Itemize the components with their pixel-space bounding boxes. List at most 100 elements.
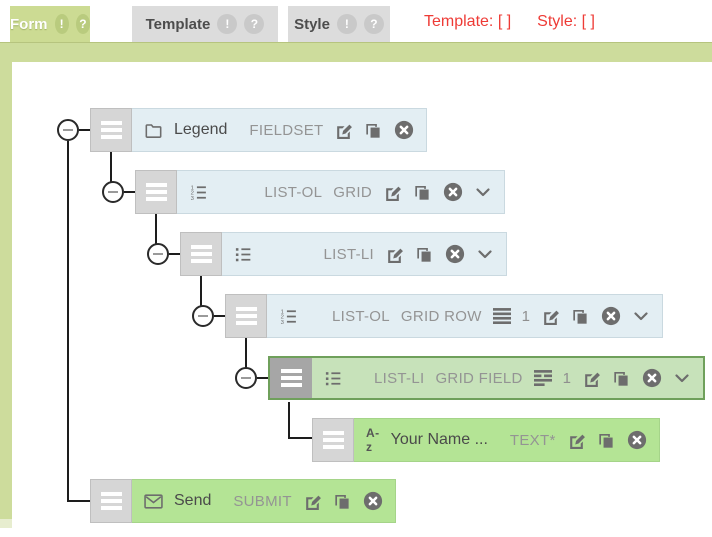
element-type: LIST-OL xyxy=(264,183,323,201)
collapse-toggle[interactable] xyxy=(57,119,79,141)
copy-icon[interactable] xyxy=(333,492,352,511)
edit-icon[interactable] xyxy=(303,492,322,511)
unordered-list-icon xyxy=(234,245,253,264)
svg-text:2: 2 xyxy=(191,190,194,196)
edit-icon[interactable] xyxy=(582,369,601,388)
drag-handle[interactable] xyxy=(225,294,267,338)
svg-text:3: 3 xyxy=(191,195,195,201)
tab-template[interactable]: Template ! ? xyxy=(132,6,278,42)
tab-form[interactable]: Form ! ? xyxy=(10,6,90,42)
tree-row-list-li-grid-field: LIST-LI GRID FIELD 1 xyxy=(268,356,705,400)
tree-row-list-li: LIST-LI xyxy=(180,232,507,276)
envelope-icon xyxy=(144,493,163,509)
element-type: FIELDSET xyxy=(249,121,324,139)
element-subtype: GRID ROW xyxy=(400,307,482,325)
left-green-stripe-end xyxy=(0,519,12,528)
edit-icon[interactable] xyxy=(334,121,353,140)
delete-icon[interactable] xyxy=(627,430,647,450)
help-badge[interactable]: ? xyxy=(244,14,265,34)
alert-badge[interactable]: ! xyxy=(217,14,238,34)
element-type: LIST-OL xyxy=(331,307,390,325)
alert-badge[interactable]: ! xyxy=(54,14,69,34)
edit-icon[interactable] xyxy=(567,431,586,450)
minus-icon xyxy=(108,191,118,193)
folder-icon xyxy=(144,121,163,140)
help-badge[interactable]: ? xyxy=(363,14,384,34)
svg-text:1: 1 xyxy=(281,309,284,315)
chevron-down-icon[interactable] xyxy=(476,245,494,263)
tree-row-fieldset: Legend FIELDSET xyxy=(90,108,428,152)
copy-icon[interactable] xyxy=(597,431,616,450)
drag-handle-icon xyxy=(100,492,122,510)
help-badge[interactable]: ? xyxy=(75,14,90,34)
tree-connector-line xyxy=(288,402,290,439)
element-type: LIST-LI xyxy=(374,369,425,387)
field-count: 1 xyxy=(562,369,571,387)
style-status: Style: [ ] xyxy=(537,13,595,30)
tree-connector-line xyxy=(67,141,69,502)
element-type: TEXT* xyxy=(509,431,556,449)
edit-icon[interactable] xyxy=(385,245,404,264)
drag-handle[interactable] xyxy=(90,108,132,152)
text-input-icon: A-z xyxy=(366,426,380,454)
delete-icon[interactable] xyxy=(445,244,465,264)
collapse-toggle[interactable] xyxy=(235,367,257,389)
svg-text:3: 3 xyxy=(281,319,285,325)
collapse-toggle[interactable] xyxy=(192,305,214,327)
edit-icon[interactable] xyxy=(541,307,560,326)
delete-icon[interactable] xyxy=(394,120,414,140)
drag-handle[interactable] xyxy=(270,358,312,398)
tree-connector-line xyxy=(245,338,247,368)
tree-connector-line xyxy=(257,377,268,379)
tab-form-label: Form xyxy=(10,15,48,33)
copy-icon[interactable] xyxy=(364,121,383,140)
alert-badge[interactable]: ! xyxy=(336,14,357,34)
chevron-down-icon[interactable] xyxy=(474,183,492,201)
tree-connector-line xyxy=(214,315,225,317)
delete-icon[interactable] xyxy=(443,182,463,202)
top-green-band xyxy=(0,42,712,62)
collapse-toggle[interactable] xyxy=(147,243,169,265)
drag-handle-icon xyxy=(235,307,257,325)
statusbar: Template: [ ] Style: [ ] xyxy=(424,13,595,31)
tab-style[interactable]: Style ! ? xyxy=(288,6,390,42)
drag-handle[interactable] xyxy=(312,418,354,462)
grid-field-icon xyxy=(533,370,552,386)
minus-icon xyxy=(153,253,163,255)
drag-handle[interactable] xyxy=(180,232,222,276)
drag-handle[interactable] xyxy=(135,170,177,214)
tree-connector-line xyxy=(169,253,180,255)
drag-handle-icon xyxy=(280,369,302,387)
tree-row-submit: Send SUBMIT xyxy=(90,479,396,523)
delete-icon[interactable] xyxy=(363,491,383,511)
edit-icon[interactable] xyxy=(383,183,402,202)
chevron-down-icon[interactable] xyxy=(632,307,650,325)
row-count: 1 xyxy=(521,307,530,325)
element-name: Send xyxy=(174,492,212,509)
collapse-toggle[interactable] xyxy=(102,181,124,203)
drag-handle[interactable] xyxy=(90,479,132,523)
grid-rows-icon xyxy=(492,308,511,324)
copy-icon[interactable] xyxy=(571,307,590,326)
drag-handle-icon xyxy=(100,121,122,139)
unordered-list-icon xyxy=(324,369,343,388)
tree-connector-line xyxy=(67,500,90,502)
chevron-down-icon[interactable] xyxy=(673,369,691,387)
tree-row-text-field: A-z Your Name ... TEXT* xyxy=(312,418,660,462)
delete-icon[interactable] xyxy=(601,306,621,326)
copy-icon[interactable] xyxy=(415,245,434,264)
tree-connector-line xyxy=(155,214,157,244)
copy-icon[interactable] xyxy=(612,369,631,388)
copy-icon[interactable] xyxy=(413,183,432,202)
element-name: Your Name ... xyxy=(390,431,488,448)
left-green-stripe xyxy=(0,62,12,519)
svg-text:1: 1 xyxy=(191,185,194,191)
delete-icon[interactable] xyxy=(642,368,662,388)
tree-connector-line xyxy=(200,276,202,306)
tree-connector-line xyxy=(110,152,112,182)
